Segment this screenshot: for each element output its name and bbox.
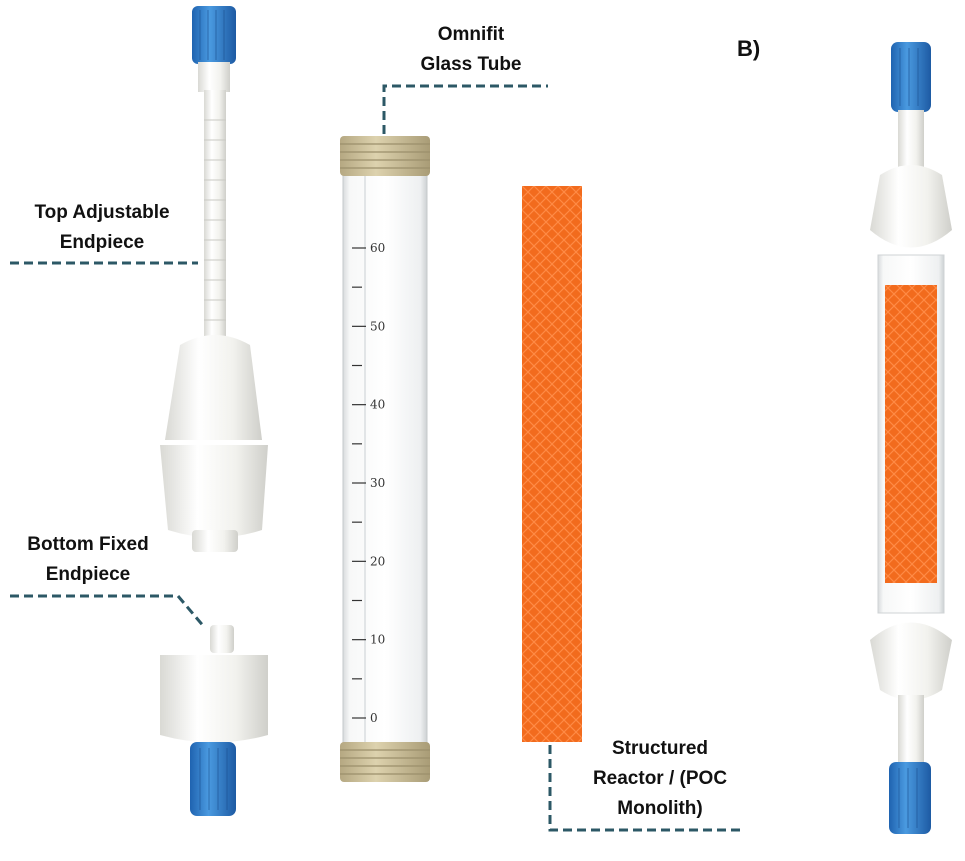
glass-tube-label-line1: Omnifit	[437, 24, 505, 45]
top-endpiece-label-line2: Endpiece	[59, 232, 145, 253]
top-thread-collar	[340, 136, 430, 176]
assembled-top-cap	[891, 42, 931, 112]
assembled-bottom-cap	[889, 762, 931, 834]
bottom-endpiece-label: Bottom Fixed Endpiece	[0, 530, 176, 590]
bottom-endpiece-label-line1: Bottom Fixed	[27, 534, 149, 555]
omnifit-glass-tube: 60 50 40 30 20 10 0	[340, 136, 430, 782]
reactor-label-line3: Monolith)	[617, 798, 703, 819]
glass-tube-label: Omnifit Glass Tube	[386, 20, 556, 80]
bottom-thread-collar	[340, 742, 430, 782]
panel-label: B)	[737, 36, 761, 61]
reactor-leader	[548, 745, 745, 832]
top-endpiece-label: Top Adjustable Endpiece	[4, 198, 200, 258]
top-adjustable-endpiece	[160, 6, 268, 552]
scale-tick-label: 20	[370, 554, 385, 568]
scale-tick-label: 60	[370, 241, 385, 255]
assembled-reactor	[870, 42, 952, 834]
top-blue-cap	[192, 6, 236, 64]
bottom-endpiece-leader	[10, 594, 207, 629]
reactor-label-line1: Structured	[611, 738, 709, 759]
assembled-monolith	[885, 285, 937, 583]
scale-tick-label: 10	[370, 633, 385, 647]
scale-tick-label: 30	[370, 476, 385, 490]
bottom-fixed-endpiece	[160, 625, 268, 816]
poc-monolith	[522, 186, 582, 742]
endpiece-body	[165, 335, 262, 440]
scale-tick-label: 0	[370, 711, 378, 725]
bottom-blue-cap	[190, 742, 236, 816]
scale-tick-label: 40	[370, 398, 385, 412]
threaded-shaft	[204, 90, 226, 345]
top-endpiece-label-line1: Top Adjustable	[34, 202, 170, 223]
glass-tube-label-line2: Glass Tube	[420, 54, 522, 75]
reactor-label-line2: Reactor / (POC	[592, 768, 728, 789]
graduation-scale: 60 50 40 30 20 10 0	[352, 241, 385, 725]
glass-tube-leader	[382, 84, 548, 134]
bottom-endpiece-label-line2: Endpiece	[45, 564, 131, 585]
scale-tick-label: 50	[370, 319, 385, 333]
reactor-label: Structured Reactor / (POC Monolith)	[560, 734, 760, 824]
